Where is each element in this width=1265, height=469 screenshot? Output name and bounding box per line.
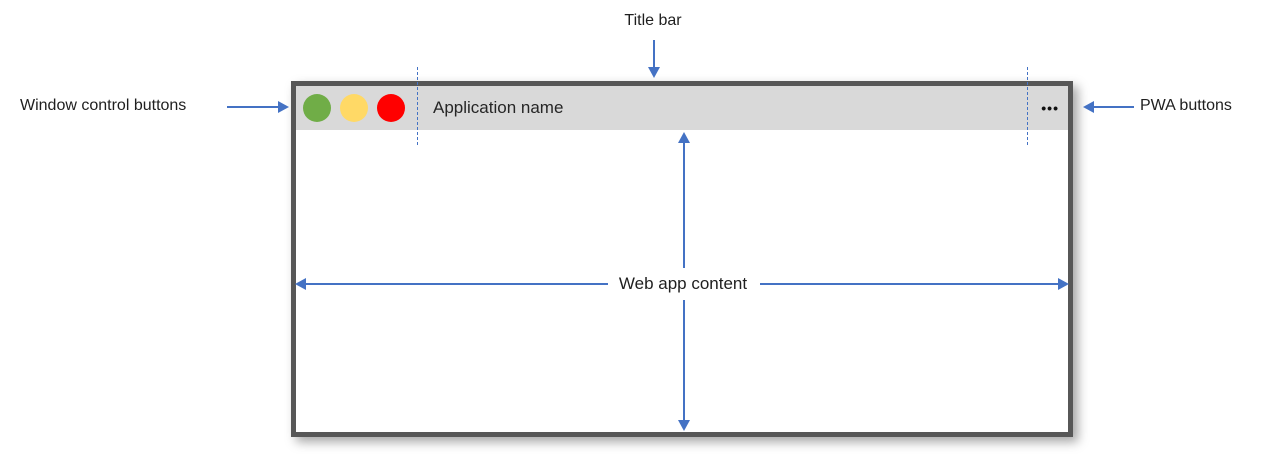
arrow-right-icon (1058, 278, 1069, 290)
web-app-content-area (296, 130, 1068, 432)
arrow-up-icon (678, 132, 690, 143)
window-control-red-button[interactable] (377, 94, 405, 122)
window-control-green-button[interactable] (303, 94, 331, 122)
web-app-content-label: Web app content (618, 274, 748, 293)
window-control-yellow-button[interactable] (340, 94, 368, 122)
pwa-buttons-label: PWA buttons (1140, 97, 1232, 114)
web-content-arrow-line-down (683, 300, 685, 421)
title-bar[interactable]: Application name ••• (296, 86, 1068, 130)
window-controls-label: Window control buttons (20, 97, 187, 114)
web-content-arrow-line-up (683, 143, 685, 268)
arrow-down-icon (678, 420, 690, 431)
arrow-right-icon (278, 101, 289, 113)
window-control-buttons (303, 94, 405, 122)
arrow-left-icon (1083, 101, 1094, 113)
application-name: Application name (433, 98, 564, 117)
dashed-separator-left (417, 67, 418, 145)
dashed-separator-right (1027, 67, 1028, 145)
web-content-arrow-line-left (306, 283, 608, 285)
title-bar-label: Title bar (624, 12, 682, 29)
arrow-left-icon (295, 278, 306, 290)
pwa-buttons-arrow-line (1094, 106, 1134, 108)
title-bar-arrow-line (653, 40, 655, 69)
arrow-down-icon (648, 67, 660, 78)
ellipsis-icon[interactable]: ••• (1041, 100, 1059, 116)
web-content-arrow-line-right (760, 283, 1059, 285)
window-controls-arrow-line (227, 106, 279, 108)
